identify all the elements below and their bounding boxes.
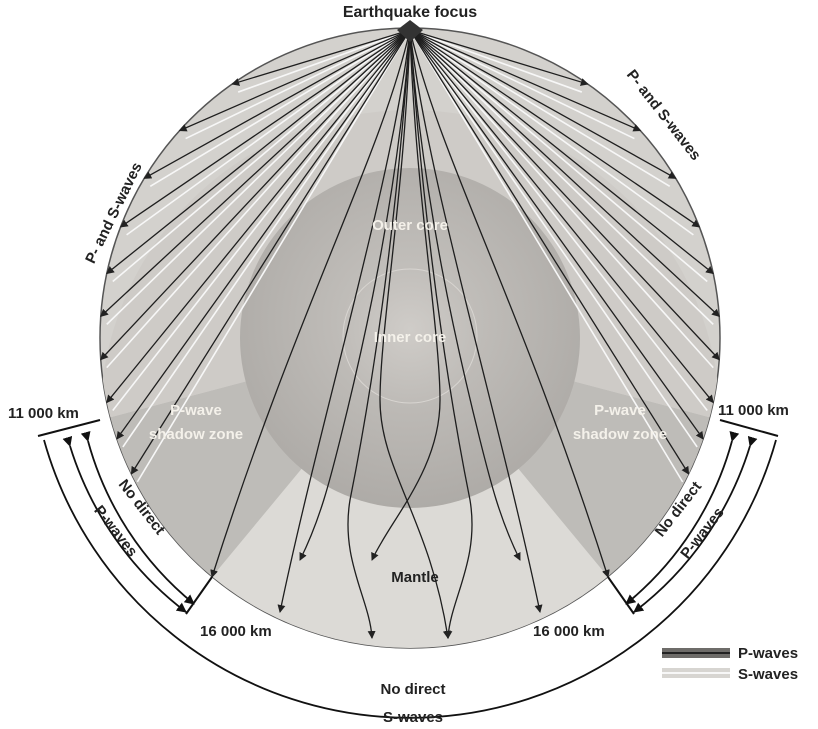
- left-upper-distance: 11 000 km: [8, 405, 79, 422]
- right-lower-tick: [608, 577, 634, 614]
- inner-core-label: Inner core: [374, 329, 447, 346]
- legend: P-waves S-waves: [662, 645, 798, 683]
- left-lower-tick: [186, 577, 212, 614]
- right-shadow-zone-label-1: P-wave: [594, 402, 646, 419]
- bottom-no-direct-s-1: No direct: [380, 681, 445, 698]
- left-lower-distance: 16 000 km: [200, 623, 272, 640]
- bottom-no-direct-s-2: S-waves: [383, 709, 443, 726]
- focus-label: Earthquake focus: [343, 4, 477, 21]
- right-lower-distance: 16 000 km: [533, 623, 605, 640]
- outer-core-label: Outer core: [372, 217, 448, 234]
- mantle-label: Mantle: [391, 569, 439, 586]
- right-upper-tick: [720, 420, 778, 436]
- legend-p-label: P-waves: [738, 645, 798, 662]
- left-shadow-zone-label-2: shadow zone: [149, 426, 243, 443]
- legend-s-label: S-waves: [738, 666, 798, 683]
- right-shadow-zone-label-2: shadow zone: [573, 426, 667, 443]
- right-upper-distance: 11 000 km: [718, 402, 789, 419]
- left-shadow-zone-label-1: P-wave: [170, 402, 222, 419]
- left-upper-tick: [38, 420, 100, 436]
